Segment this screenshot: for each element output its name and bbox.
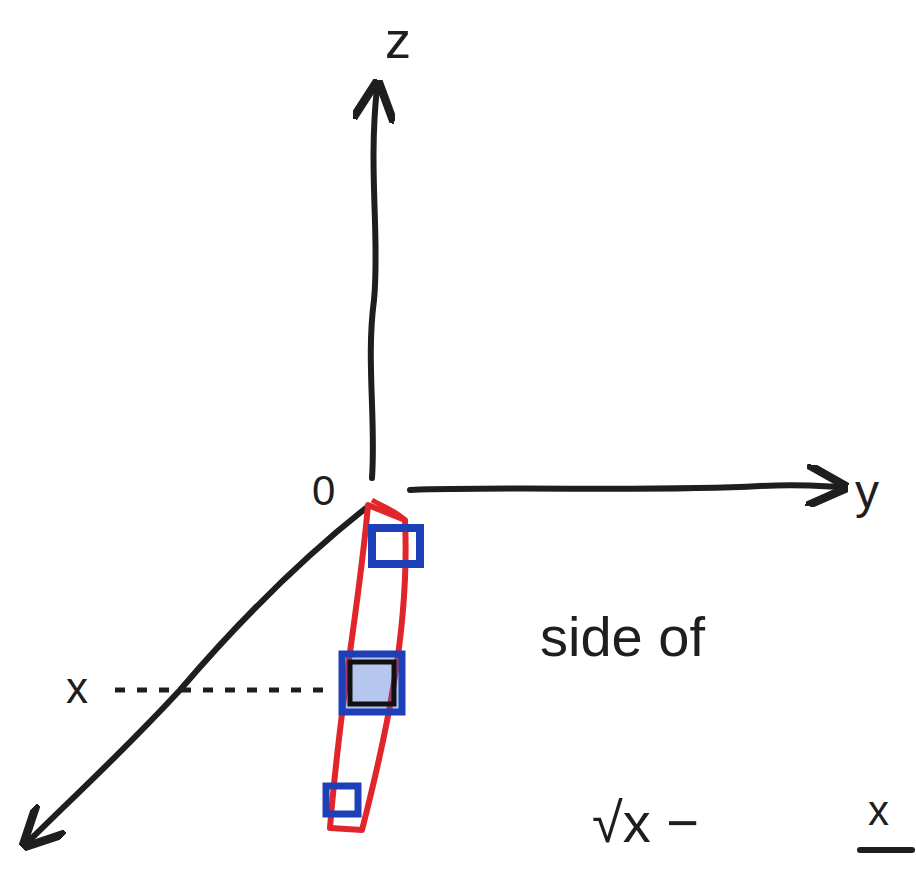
cross-section-square: [372, 528, 420, 564]
axis-label: z: [385, 12, 411, 69]
origin-label: 0: [312, 468, 335, 514]
region-outline: [330, 505, 406, 830]
z-axis: [371, 88, 377, 478]
cross-section-square: [342, 654, 402, 712]
note-text: side of: [540, 606, 705, 668]
formula-text: √x −: [592, 792, 699, 854]
x-axis: [28, 508, 366, 842]
cross-section-square: [326, 786, 358, 814]
axis-label: y: [855, 466, 879, 519]
formula-text: x: [868, 788, 889, 834]
guide-line: [115, 688, 330, 693]
y-axis: [410, 485, 840, 490]
axis-label: x: [66, 664, 88, 712]
cross-section-square: [350, 662, 394, 704]
fraction-bar: [860, 847, 912, 853]
region-outline: [372, 500, 405, 520]
